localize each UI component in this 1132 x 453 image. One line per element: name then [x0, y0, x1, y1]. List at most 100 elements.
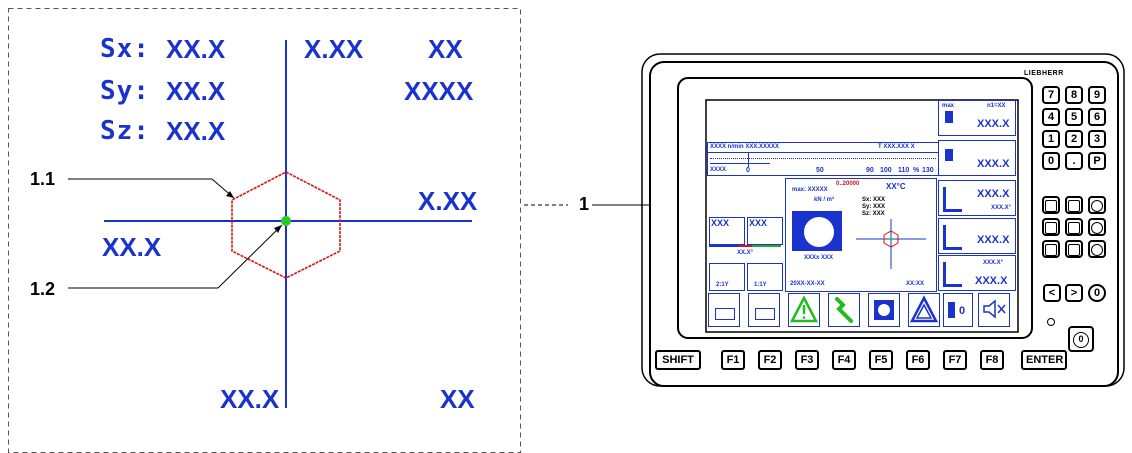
center-date: 20XX-XX-XX [790, 281, 825, 287]
left-box-3: 2:1Y [709, 263, 745, 291]
left-ratio1: 2:1Y [716, 282, 729, 288]
keypad-key[interactable]: 6 [1088, 108, 1106, 126]
keypad-key[interactable]: 7 [1042, 86, 1060, 104]
brand-logo: LIEBHERR [1024, 70, 1064, 77]
c-key[interactable] [1042, 240, 1060, 258]
side1-max-label: max [942, 103, 955, 109]
keypad-key[interactable]: 4 [1042, 108, 1060, 126]
status-led [1047, 318, 1055, 326]
center-monitor: 0..20000 XX°C max: XXXXX kN / m² Sx: XXX… [785, 178, 937, 292]
keypad-key[interactable]: 9 [1088, 86, 1106, 104]
f-key[interactable] [1088, 218, 1106, 236]
warning-icon [909, 295, 939, 323]
dashed-border [8, 8, 521, 453]
soft-button-warning-green[interactable] [788, 293, 820, 327]
setup-key[interactable] [1042, 218, 1060, 236]
chart-header-left: XXXX n/min XXX.XXXXX [710, 144, 780, 150]
side-panel-4[interactable]: XXX.X [938, 218, 1016, 254]
center-unit: kN / m² [814, 197, 835, 203]
keypad-key[interactable]: 5 [1065, 108, 1083, 126]
frame-key[interactable] [1065, 196, 1083, 214]
function-key-f2[interactable]: F2 [758, 350, 782, 370]
keypad-key[interactable]: 0 [1042, 152, 1060, 170]
mini-crosshair [856, 219, 926, 269]
side2-value: XXX.X [977, 158, 1010, 170]
soft-button-warning-blue[interactable] [908, 293, 940, 327]
center-max: max: XXXXX [792, 187, 828, 193]
warning-icon [789, 295, 819, 323]
soft-button-1[interactable] [708, 293, 740, 327]
side-panel-3[interactable]: XXX.X XXX.X° [938, 180, 1016, 216]
function-key-f8[interactable]: F8 [980, 350, 1004, 370]
callout-screen: 1 [579, 194, 590, 214]
function-key-f4[interactable]: F4 [832, 350, 856, 370]
left-arrow-key[interactable]: < [1043, 284, 1061, 302]
track-icon [715, 308, 735, 320]
setup-icon [1045, 222, 1057, 234]
f-icon [1091, 222, 1103, 234]
boom-icon [943, 262, 962, 287]
keypad-key[interactable]: 1 [1042, 130, 1060, 148]
bottom-center-value: XX.X [220, 384, 280, 414]
side-panel-2[interactable]: XXX.X [938, 140, 1016, 176]
sx-value: XX.X [166, 34, 226, 64]
tolerance-hexagon [231, 171, 341, 279]
chart-row2-left: XXXX [710, 167, 727, 173]
trend-chart: XXXX n/min XXX.XXXXX T XXX.XXX X XXXX 0 … [707, 142, 939, 176]
info-icon [1091, 244, 1103, 256]
side-panel-1[interactable]: max n1=XX XXX.X [938, 100, 1016, 136]
mid-right-value: X.XX [418, 186, 478, 216]
frame-icon [1068, 200, 1080, 212]
enter-key[interactable]: ENTER [1021, 350, 1067, 370]
boom-icon [943, 225, 962, 250]
soft-button-mute[interactable] [978, 293, 1010, 327]
function-key-f1[interactable]: F1 [721, 350, 745, 370]
left-level-bar [709, 245, 781, 247]
right-arrow-key[interactable]: > [1065, 284, 1083, 302]
side1-n1: n1=XX [987, 103, 1006, 109]
power-key[interactable]: 0 [1068, 326, 1094, 352]
left-box-4: 1:1Y [747, 263, 783, 291]
hook-value: 0 [959, 305, 966, 317]
function-key-f5[interactable]: F5 [869, 350, 893, 370]
keypad-key[interactable]: 2 [1065, 130, 1083, 148]
left-top2: XXX [749, 218, 768, 228]
chart-scale-50: 50 [816, 167, 824, 174]
left-top1: XXX [711, 218, 730, 228]
sz-label: Sz: [100, 116, 150, 146]
soft-button-hook[interactable]: 0 [943, 293, 973, 327]
keypad-key[interactable]: . [1065, 152, 1083, 170]
boom-icon [943, 187, 962, 212]
chart-scale-0: 0 [746, 167, 750, 174]
chart-scale-130: 130 [922, 167, 934, 174]
function-key-f3[interactable]: F3 [795, 350, 819, 370]
keypad-key[interactable]: 3 [1088, 130, 1106, 148]
left-box-2: XXX [747, 217, 783, 245]
keypad-key[interactable]: P [1088, 152, 1106, 170]
pencil-key[interactable] [1065, 218, 1083, 236]
info-key[interactable] [1088, 240, 1106, 258]
detail-graphic [8, 8, 521, 453]
soft-button-2[interactable] [748, 293, 780, 327]
sy-label: Sy: [100, 76, 150, 106]
chart-scale-110: 110 [898, 167, 910, 174]
crane-key[interactable] [1042, 196, 1060, 214]
side4-value: XXX.X [977, 234, 1010, 246]
k-key[interactable] [1088, 196, 1106, 214]
drum-icon [802, 215, 836, 249]
shift-key[interactable]: SHIFT [655, 350, 701, 370]
gear-key[interactable] [1065, 240, 1083, 258]
bottom-right-value: XX [440, 384, 475, 414]
side-panel-5[interactable]: XXX.X° XXX.X [938, 255, 1016, 291]
k-icon [1091, 200, 1103, 212]
hook-icon [948, 302, 955, 318]
function-key-f7[interactable]: F7 [943, 350, 967, 370]
soft-button-drum[interactable] [868, 293, 900, 327]
crane-icon [1045, 200, 1057, 212]
center-red: 0..20000 [836, 181, 860, 187]
center-s: Sx: XXX Sy: XXX Sz: XXX [862, 197, 886, 218]
keypad-key[interactable]: 8 [1065, 86, 1083, 104]
soft-button-wrench[interactable] [828, 293, 860, 327]
ok-key[interactable]: 0 [1088, 284, 1106, 302]
function-key-f6[interactable]: F6 [906, 350, 930, 370]
